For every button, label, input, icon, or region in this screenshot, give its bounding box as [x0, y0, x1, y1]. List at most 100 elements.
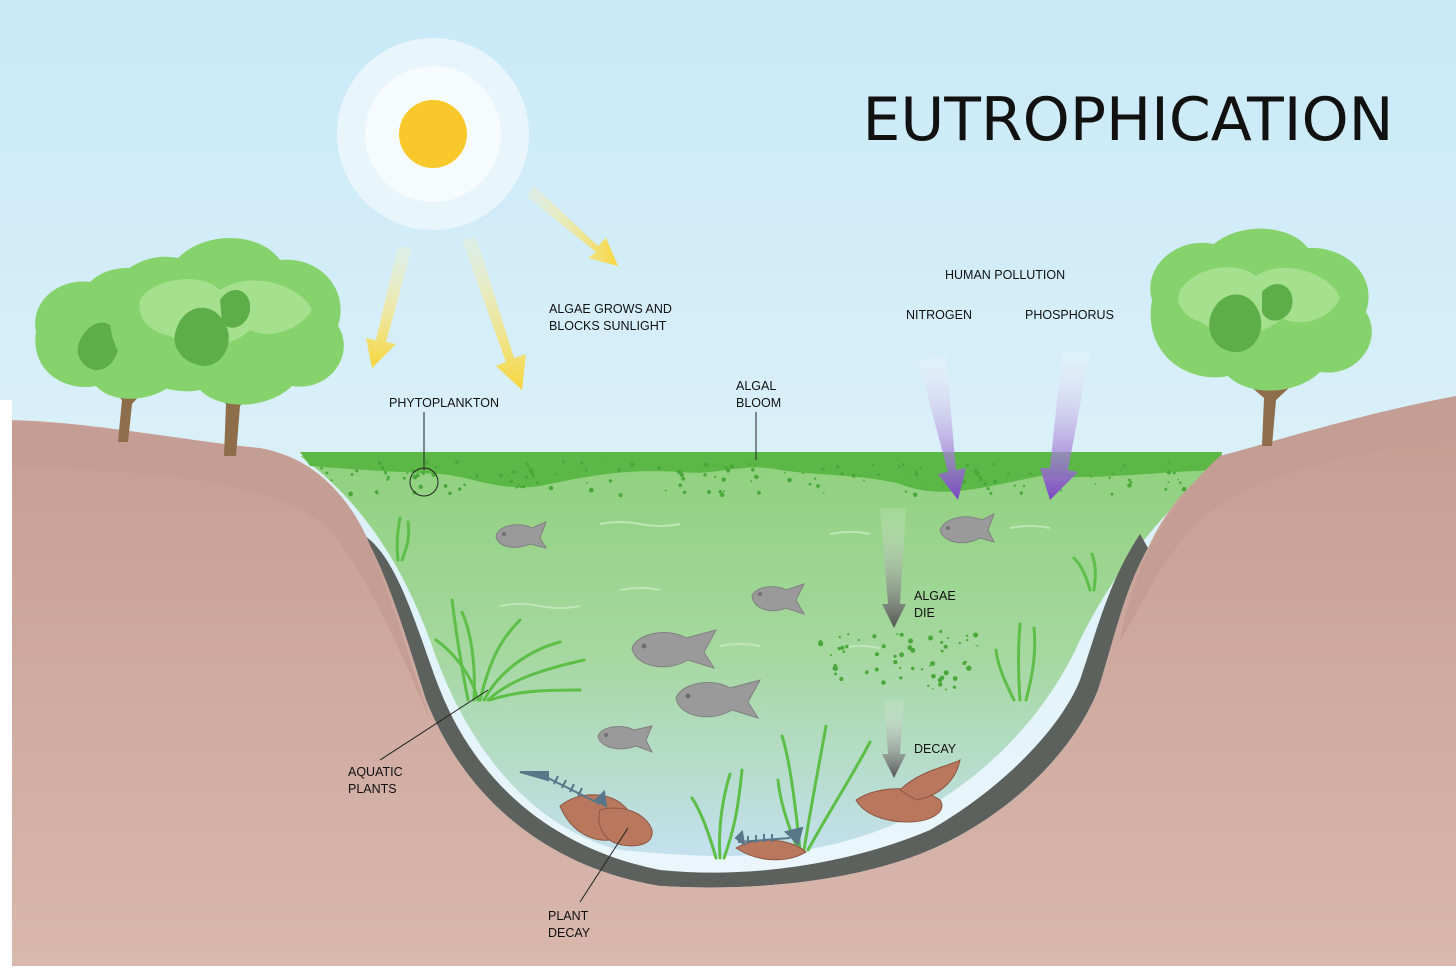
dying-algae-dot [838, 635, 841, 639]
algae-dot [402, 476, 406, 480]
algae-dot [1177, 478, 1179, 481]
algae-dot [703, 473, 707, 477]
algae-dot [519, 486, 522, 489]
algae-dot [753, 462, 756, 465]
label-decay: DECAY [914, 742, 957, 756]
algae-dot [443, 484, 448, 488]
algae-dot [681, 477, 686, 481]
algae-dot [707, 490, 711, 494]
algae-dot [548, 485, 554, 491]
algae-dot [418, 484, 423, 489]
algae-dot [924, 485, 926, 487]
dying-algae-dot [910, 647, 916, 653]
fish-icon [597, 725, 654, 753]
algae-dot [498, 473, 503, 478]
tree-icon [1150, 228, 1372, 446]
algae-dot [1090, 476, 1093, 478]
dying-algae-dot [940, 649, 944, 653]
algae-dot [376, 492, 379, 495]
dying-algae-dot [966, 665, 972, 671]
algae-dot [434, 465, 438, 469]
fish-icon [495, 521, 548, 549]
label-algal-bloom-line1: ALGAL [736, 379, 776, 393]
algae-dot [679, 472, 685, 478]
algae-dot [703, 462, 708, 467]
algae-dot [682, 490, 687, 495]
algae-dot [1166, 470, 1172, 475]
algae-dot [1168, 460, 1171, 464]
fish-icon [751, 583, 806, 615]
algae-dot [757, 490, 761, 495]
algae-dot [897, 465, 901, 468]
dying-algae-dot [930, 661, 935, 666]
algae-dot [718, 490, 722, 494]
nitrogen-arrow-icon [918, 356, 966, 500]
algae-dot [748, 462, 751, 466]
algae-dot [424, 460, 429, 465]
algae-dot [978, 475, 982, 480]
dying-algae-dot [864, 670, 869, 675]
fish-icon [939, 512, 995, 544]
algae-dot [355, 469, 359, 473]
algae-dot [729, 464, 735, 469]
dying-algae-dot [830, 654, 832, 657]
dying-algae-dot [939, 630, 943, 633]
algae-dot [914, 472, 919, 477]
algae-dot [379, 463, 382, 466]
algae-dot [714, 475, 717, 479]
dying-algae-dot [896, 633, 899, 635]
soil-ridge-left [12, 424, 430, 720]
algae-dot [787, 477, 792, 483]
algae-dot [586, 482, 588, 484]
algae-dot [588, 487, 594, 493]
algae-dot [1164, 487, 1168, 491]
algae-dot [813, 477, 817, 480]
aquatic-plants-leader [379, 689, 489, 761]
dying-algae-dot [817, 640, 824, 647]
label-phytoplankton: PHYTOPLANKTON [389, 396, 499, 410]
soil-ridge-right [1120, 396, 1456, 640]
algae-dot [463, 483, 466, 487]
algae-dot [1128, 478, 1131, 482]
algae-dot [863, 479, 865, 482]
algae-dot [406, 472, 409, 475]
algae-dot [835, 464, 840, 469]
dying-algae-dot [938, 682, 943, 687]
phosphorus-arrow-icon [1040, 352, 1090, 500]
algae-dot [1108, 476, 1111, 480]
dying-algae-dot [910, 646, 913, 649]
dying-algae-dot [931, 674, 936, 679]
algae-dot [871, 463, 875, 467]
algae-dot [415, 473, 420, 478]
algae-dot [993, 479, 998, 484]
dying-algae-dot [940, 641, 944, 644]
left-border [0, 400, 12, 978]
algae-dot [1060, 489, 1062, 492]
dying-algae-dots [817, 630, 979, 691]
dying-algae-dot [943, 670, 949, 676]
algae-dot [348, 491, 353, 497]
algae-dot [823, 492, 825, 494]
phytoplankton-dots [303, 460, 1215, 498]
plant-decay-leader [579, 827, 629, 903]
fish-group [495, 512, 995, 753]
dying-algae-dot [874, 652, 880, 657]
algae-dot [531, 474, 535, 478]
algae-dot [877, 473, 880, 476]
algae-dot [458, 487, 462, 491]
decay-arrow-icon [882, 700, 906, 778]
algae-dot [905, 477, 908, 480]
dying-algae-dot [908, 638, 914, 644]
algae-dot [723, 490, 725, 493]
algae-dot [913, 492, 918, 497]
dying-algae-dot [832, 665, 839, 671]
algae-dot [720, 492, 725, 498]
algae-dot [941, 487, 944, 489]
label-human-pollution: HUMAN POLLUTION [945, 268, 1065, 282]
dying-algae-dot [929, 664, 931, 667]
fish-icon [631, 629, 717, 669]
dying-algae-dot [847, 633, 850, 636]
algae-dot [1178, 481, 1182, 485]
algae-dot [986, 487, 990, 491]
